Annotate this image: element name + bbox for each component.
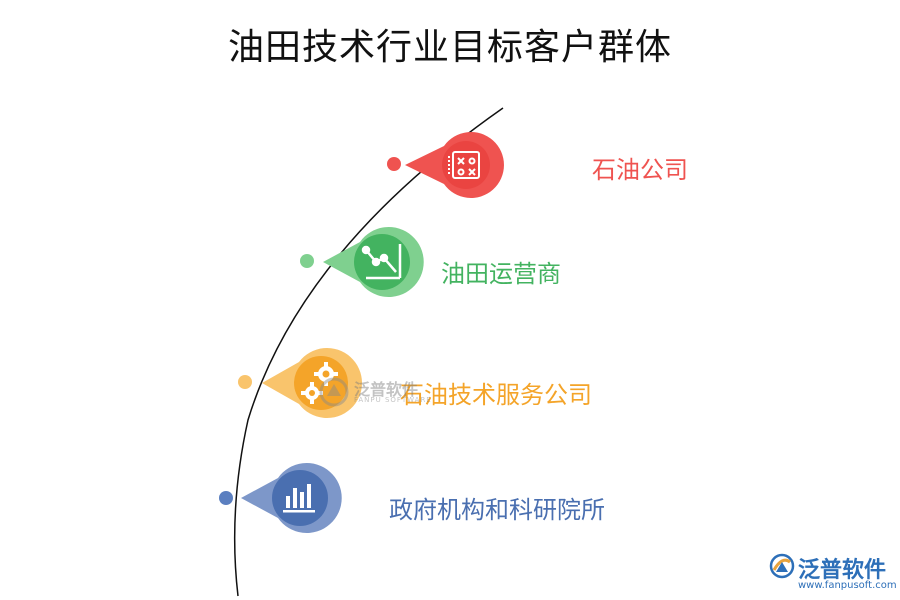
item-label-1: 石油公司 — [592, 156, 688, 184]
brand-name: 泛普软件 — [798, 558, 887, 583]
watermark-sub: FANPU SOFTWARE — [354, 396, 432, 404]
arc-dot-4 — [219, 491, 233, 505]
watermark-logo-icon — [319, 377, 349, 407]
item-label-4: 政府机构和科研院所 — [389, 496, 605, 524]
item-label-2: 油田运营商 — [441, 260, 561, 288]
brand-logo: 泛普软件 www.fanpusoft.com — [768, 548, 898, 596]
item-3-group — [238, 348, 362, 419]
page-title: 油田技术行业目标客户群体 — [227, 27, 672, 68]
strategy-board-icon — [448, 151, 480, 179]
gears-icon — [301, 362, 338, 404]
bar-chart-icon — [283, 484, 315, 513]
line-chart-icon — [361, 244, 402, 280]
brand-logo-icon — [769, 553, 795, 579]
item-1-group — [387, 132, 504, 198]
arc-dot-3 — [238, 375, 252, 389]
brand-url: www.fanpusoft.com — [798, 580, 897, 591]
item-4-group — [219, 463, 342, 533]
item-label-3: 石油技术服务公司 — [400, 381, 592, 409]
pin-2-inner — [354, 234, 410, 290]
watermark: 泛普软件 FANPU SOFTWARE — [318, 376, 438, 412]
item-2-group — [300, 227, 424, 298]
timeline-arc — [233, 107, 504, 597]
arc-dot-2 — [300, 254, 314, 268]
watermark-name: 泛普软件 — [354, 380, 419, 399]
arc-dot-1 — [387, 157, 401, 171]
